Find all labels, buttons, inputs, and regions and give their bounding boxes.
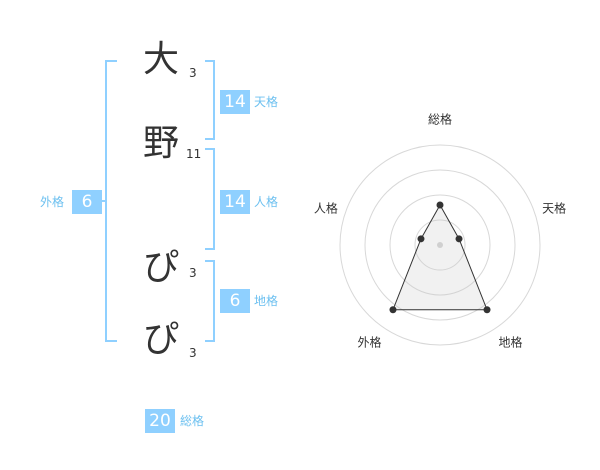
soukaku-value: 20 xyxy=(145,409,175,433)
radar-ring-2 xyxy=(389,194,491,296)
radar-axis-label-3: 地格 xyxy=(498,335,523,350)
tenkaku-bracket xyxy=(205,60,215,140)
radar-axis-label-5: 人格 xyxy=(313,201,338,216)
stroke-count-3: 3 xyxy=(189,266,197,280)
name-char-1: 大 xyxy=(142,39,179,80)
jinkaku-value: 14 xyxy=(220,190,250,214)
stroke-count-2: 11 xyxy=(186,147,202,161)
stroke-count-4: 3 xyxy=(189,346,197,360)
radar-ring-1 xyxy=(414,219,466,271)
stroke-count-1: 3 xyxy=(189,66,197,80)
chikaku-bracket xyxy=(205,260,215,342)
radar-point-1 xyxy=(436,201,444,209)
radar-point-5 xyxy=(417,235,425,243)
radar-axis-label-4: 外格 xyxy=(357,335,382,350)
radar-point-4 xyxy=(389,306,397,314)
radar-ring-4 xyxy=(339,144,541,346)
radar-series-polygon xyxy=(392,203,488,311)
radar-point-2 xyxy=(455,235,463,243)
name-char-2: 野 xyxy=(142,123,179,164)
name-char-4: ぴ xyxy=(142,319,179,360)
radar-point-3 xyxy=(483,306,491,314)
radar-center-dot xyxy=(437,242,443,248)
radar-axis-label-2: 天格 xyxy=(542,201,567,216)
chikaku-label: 地格 xyxy=(254,294,279,308)
gaikaku-value: 6 xyxy=(72,190,102,214)
jinkaku-bracket xyxy=(205,148,215,250)
name-char-3: ぴ xyxy=(142,247,179,288)
tenkaku-value: 14 xyxy=(220,90,250,114)
radar-ring-3 xyxy=(364,169,516,321)
radar-axis-label-1: 総格 xyxy=(427,112,453,127)
soukaku-label: 総格 xyxy=(180,414,205,428)
chikaku-value: 6 xyxy=(220,289,250,313)
jinkaku-label: 人格 xyxy=(254,195,279,209)
tenkaku-label: 天格 xyxy=(254,95,279,109)
gaikaku-label: 外格 xyxy=(40,195,65,209)
